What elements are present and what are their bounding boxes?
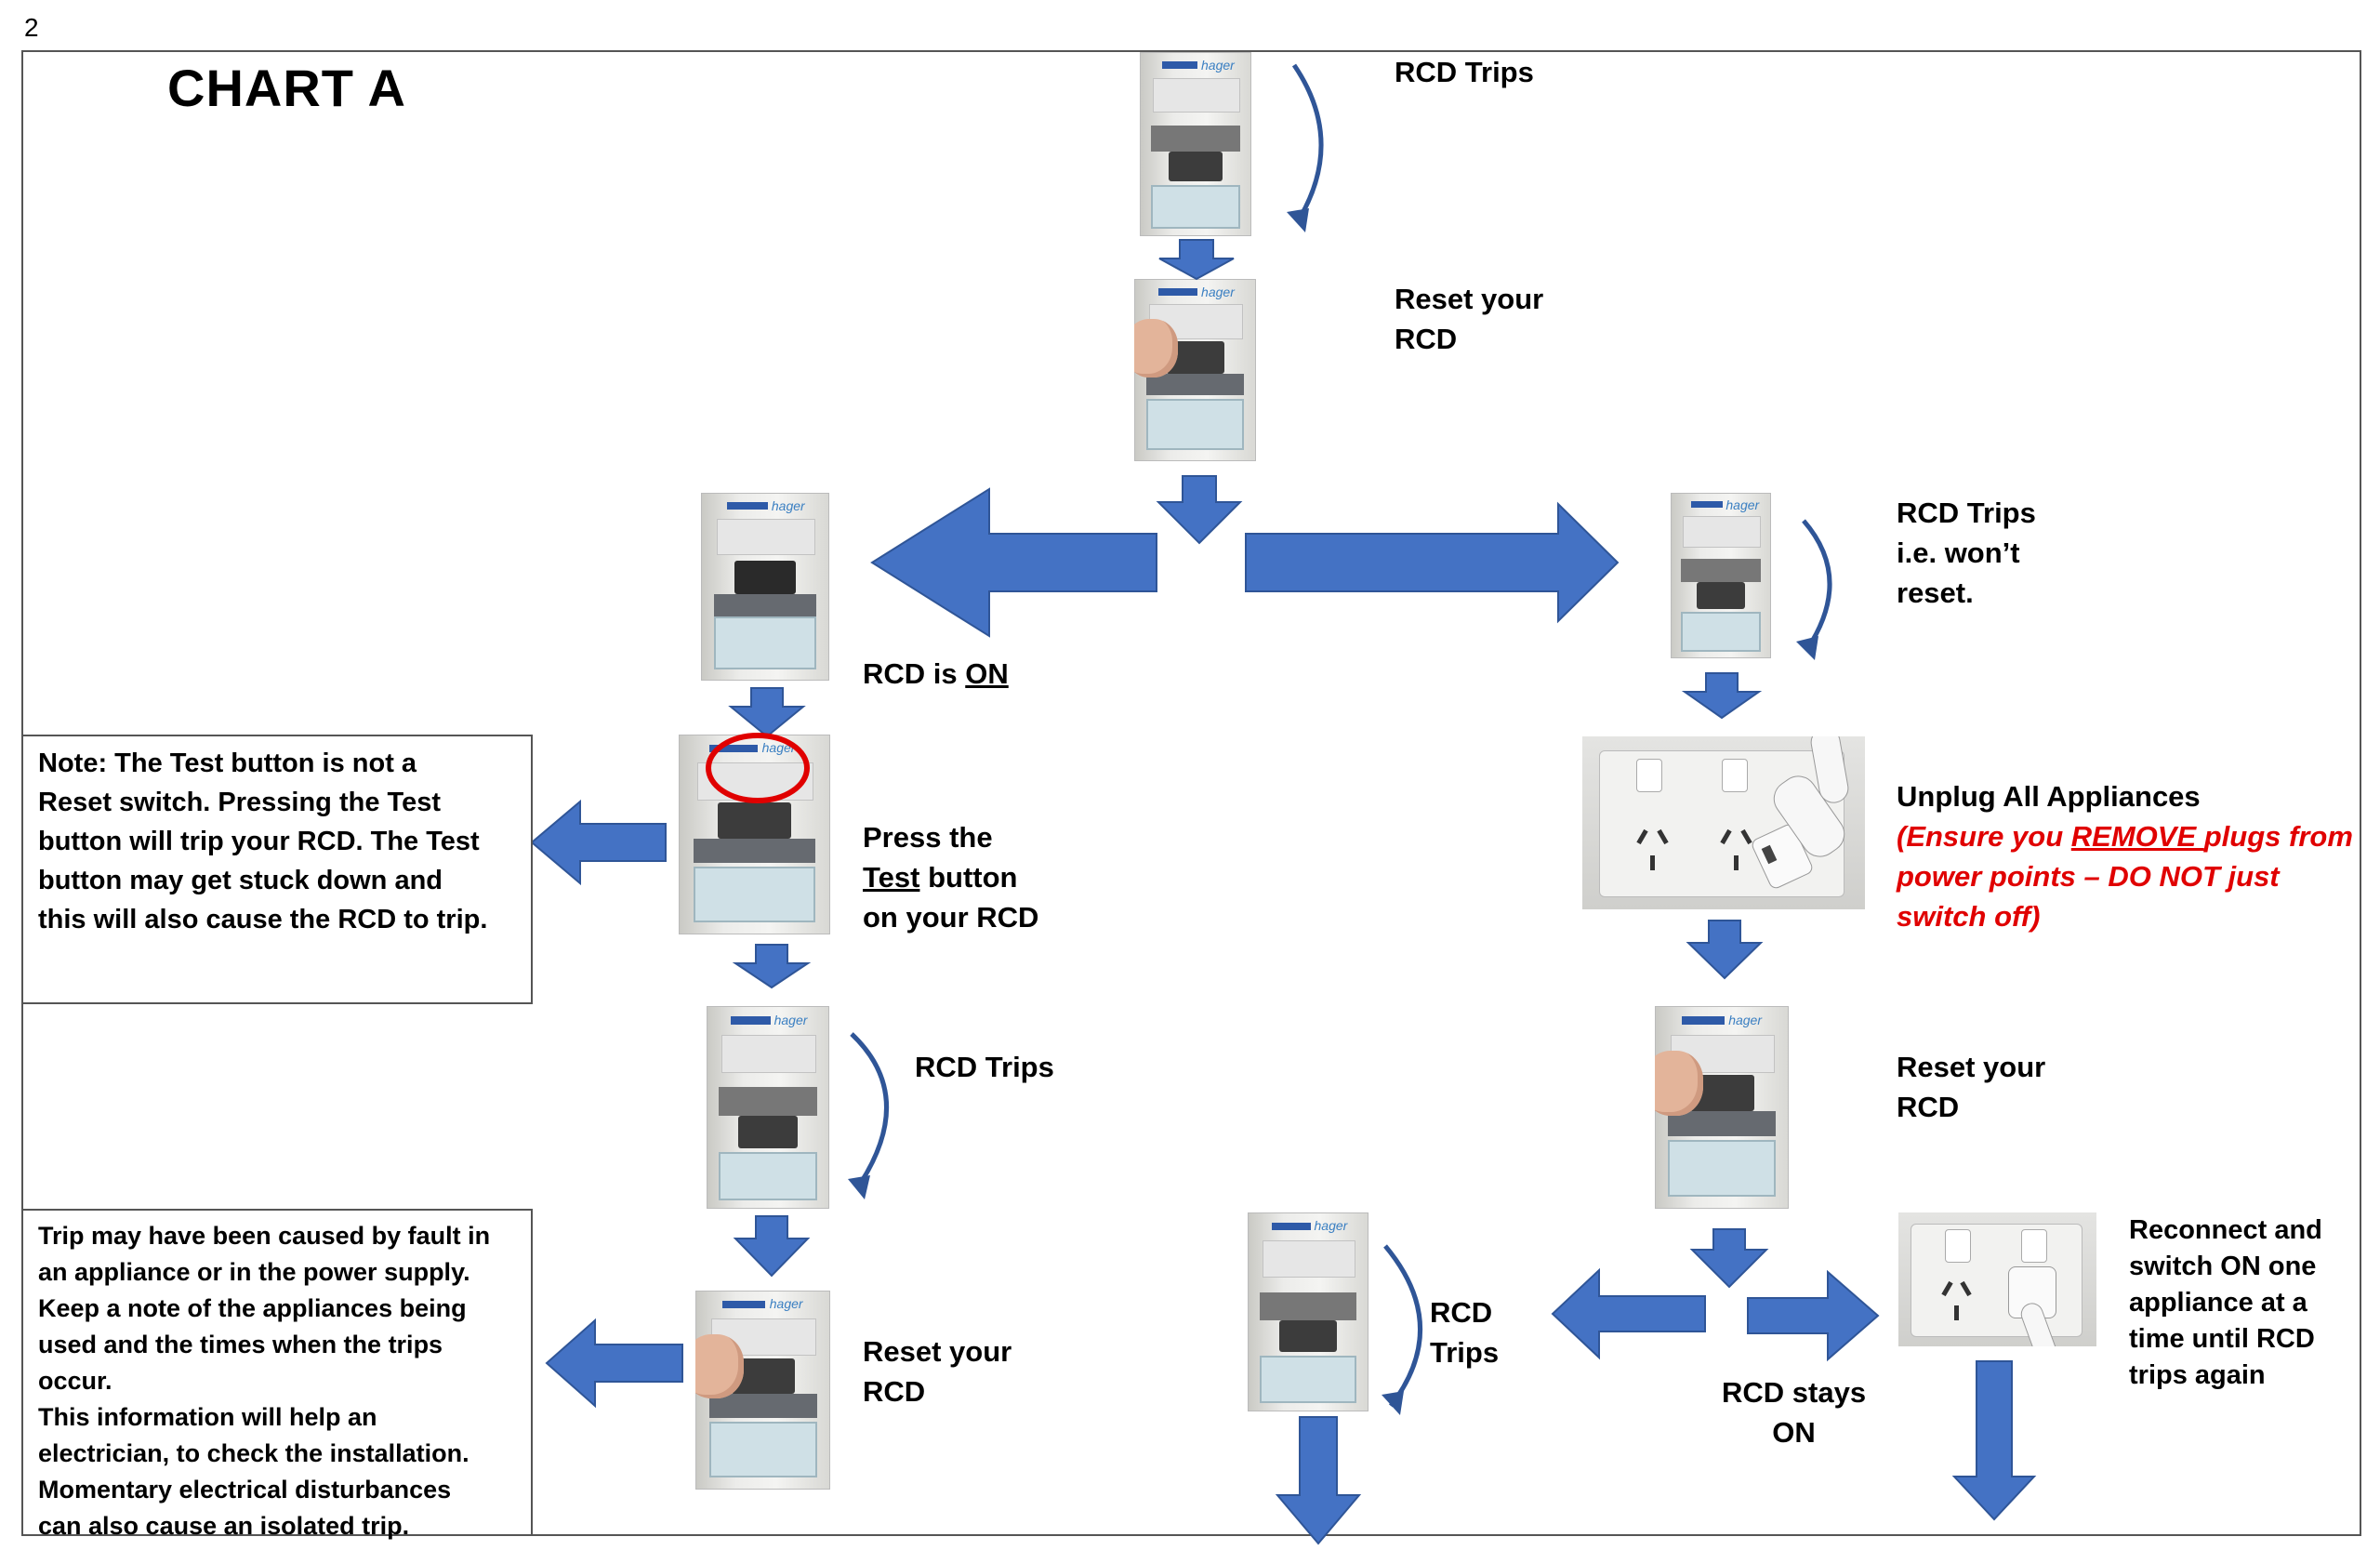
note-test-button: Note: The Test button is not a Reset swi… [21, 735, 533, 1004]
rcd-tripped-photo-left: hager [707, 1006, 829, 1209]
arrow-right-big [1245, 501, 1620, 624]
power-point-unplug-photo [1582, 736, 1865, 909]
label-rcd-trips-wont-reset: RCD Trips i.e. won’t reset. [1897, 497, 2036, 609]
page-number: 2 [24, 13, 39, 42]
curved-arrow-right [1802, 519, 1832, 651]
rcd-reset-photo-left: hager [695, 1291, 830, 1490]
label-on-underlined: ON [965, 657, 1009, 690]
label-rcd-trips-mid-left: RCD Trips [915, 1051, 1054, 1083]
label-test-underlined: Test [863, 861, 920, 894]
arrow-down-6 [1681, 672, 1763, 720]
rcd-tripped-photo-bottom: hager [1248, 1212, 1368, 1411]
arrow-down-4 [732, 944, 812, 989]
arrow-left-note-1 [530, 799, 667, 886]
chart-title: CHART A [167, 59, 406, 117]
label-rcd-trips-top: RCD Trips [1395, 56, 1534, 88]
label-reconnect: Reconnect and switch ON one appliance at… [2129, 1215, 2322, 1390]
label-rcd-stays-on: RCD stays ON [1722, 1376, 1867, 1449]
arrow-down-5 [733, 1215, 811, 1278]
curved-arrow-top [1291, 63, 1324, 223]
label-reset-right: Reset your RCD [1897, 1051, 2046, 1123]
power-point-reconnect-photo [1898, 1212, 2096, 1346]
arrow-left-note-2 [545, 1318, 683, 1409]
rcd-reset-photo-right: hager [1655, 1006, 1789, 1209]
curved-arrow-bottom [1383, 1244, 1423, 1408]
arrow-down-7 [1686, 920, 1764, 980]
test-button-highlight-circle [706, 733, 810, 803]
arrow-down-bottom-mid [1275, 1416, 1362, 1545]
curved-arrow-left [850, 1032, 890, 1190]
arrow-right-reconnect [1747, 1269, 1880, 1362]
note-trip-cause: Trip may have been caused by fault in an… [21, 1209, 533, 1540]
arrow-left-big [870, 487, 1157, 638]
arrow-down-8 [1689, 1228, 1769, 1289]
rcd-reset-photo-top: hager [1134, 279, 1256, 461]
label-rcd-trips-bottom-mid: RCD Trips [1430, 1296, 1500, 1369]
label-rcd-is-on: RCD is ON [863, 657, 1009, 690]
arrow-down-bottom-right [1951, 1360, 2037, 1521]
rcd-on-photo-left: hager [701, 493, 829, 681]
rcd-tripped-photo-top: hager [1140, 52, 1251, 236]
label-reset-top: Reset your RCD [1395, 283, 1544, 355]
arrow-down-2 [1156, 475, 1243, 545]
arrow-left-stays [1551, 1267, 1706, 1360]
arrow-down-3 [728, 687, 806, 738]
rcd-tripped-photo-right: hager [1671, 493, 1771, 658]
label-reset-bottom-left: Reset your RCD [863, 1335, 1012, 1408]
arrow-down-1 [1158, 239, 1235, 281]
label-unplug-appliances: Unplug All Appliances(Ensure you REMOVE … [1897, 780, 2353, 933]
